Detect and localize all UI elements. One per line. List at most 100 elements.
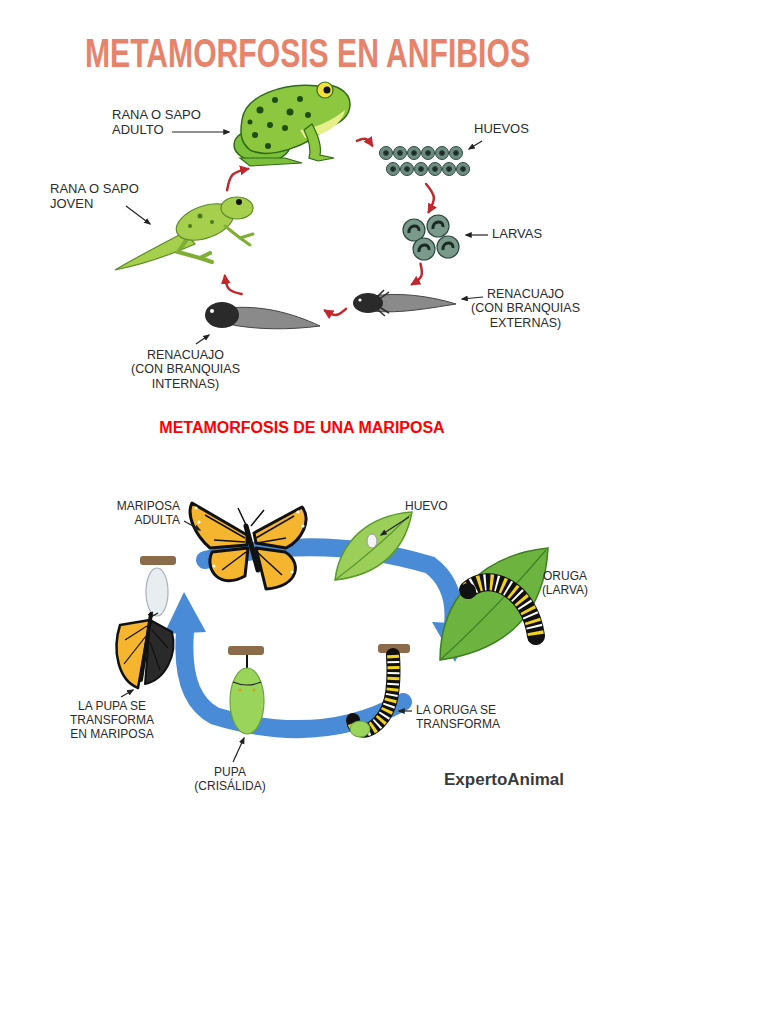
section-heading: METAMORFOSIS DE UNA MARIPOSA [92, 419, 512, 437]
frog-eggs [436, 147, 449, 160]
cycle-arrow [225, 276, 242, 294]
frog-larvae [419, 245, 429, 252]
pupa-chrysalis [233, 682, 261, 685]
tadpole-external-gills [372, 294, 456, 311]
caterpillar-on-leaf [468, 582, 536, 636]
adult-frog [304, 124, 334, 161]
adult-frog [317, 82, 333, 98]
stage-label: RANA O SAPO ADULTO [112, 108, 212, 138]
caterpillar-on-leaf [468, 582, 536, 636]
adult-frog [272, 97, 278, 103]
cycle-arrow [426, 184, 434, 212]
caterpillar-transforming [353, 655, 394, 731]
stage-label: LA PUPA SE TRANSFORMA EN MARIPOSA [62, 700, 162, 741]
adult-butterfly [194, 506, 197, 509]
frog-eggs [401, 163, 414, 176]
cycle-ring [164, 547, 474, 729]
adult-frog [257, 107, 264, 114]
cycle-ring [164, 592, 206, 634]
label-holder: HUEVOS [474, 122, 544, 137]
frog-eggs [380, 147, 470, 176]
label-holder: RANA O SAPO JOVEN [50, 182, 145, 212]
pupa-chrysalis [230, 668, 264, 734]
adult-frog [305, 112, 311, 118]
pupa-chrysalis [238, 688, 241, 691]
caterpillar-on-leaf [440, 548, 548, 660]
leader-line [399, 710, 412, 711]
frog-eggs [426, 151, 431, 156]
adult-butterfly [301, 524, 304, 527]
frog-larvae [443, 243, 453, 250]
stage-label: RENACUAJO (CON BRANQUIAS INTERNAS) [130, 348, 241, 391]
leader-line [126, 132, 488, 344]
caterpillar-transforming [350, 644, 410, 737]
frog-eggs [408, 147, 421, 160]
label-holder: RENACUAJO (CON BRANQUIAS EXTERNAS) [470, 287, 581, 330]
emerging-butterfly [146, 568, 168, 616]
frog-eggs [380, 147, 393, 160]
frog-eggs [405, 167, 410, 172]
adult-frog [241, 85, 350, 153]
tadpole-external-gills [358, 298, 361, 301]
frog-eggs [447, 167, 452, 172]
adult-frog [252, 132, 258, 138]
emerging-butterfly [117, 556, 176, 688]
stage-figure: LARVAS [400, 216, 462, 260]
frog-eggs [454, 151, 459, 156]
leader-line [121, 517, 412, 762]
leader-line [466, 234, 488, 235]
adult-butterfly [212, 564, 215, 567]
pupa-chrysalis [252, 688, 255, 691]
adult-butterfly [290, 570, 293, 573]
leader-line [462, 297, 483, 299]
leader-line [381, 517, 409, 535]
stage-label: HUEVOS [474, 122, 544, 137]
leaf-with-egg [335, 512, 412, 580]
frog-eggs [440, 151, 445, 156]
frog-larvae [437, 236, 459, 258]
stage-label: ORUGA (LARVA) [535, 570, 595, 598]
main-title: METAMORFOSIS EN ANFIBIOS [85, 33, 530, 73]
stage-label: LARVAS [492, 227, 562, 242]
tadpole-internal-gills [228, 307, 320, 328]
tadpole-external-gills [353, 290, 456, 316]
label-holder: RANA O SAPO ADULTO [112, 108, 212, 138]
leader-line [233, 738, 244, 762]
leader-line [469, 141, 482, 149]
adult-butterfly [296, 510, 299, 513]
leader-line [172, 131, 229, 132]
stage-figure: RANA O SAPO JOVEN [110, 193, 260, 273]
adult-butterfly [197, 520, 200, 523]
cycle-arrow [357, 139, 372, 146]
leaf-with-egg [335, 512, 412, 580]
leaf-with-egg [335, 515, 410, 580]
frog-eggs [422, 147, 435, 160]
frog-eggs [415, 163, 428, 176]
adult-frog [267, 122, 273, 128]
frog-eggs [429, 163, 442, 176]
frog-larvae [433, 222, 443, 229]
adult-frog [234, 82, 350, 166]
young-frog [188, 224, 192, 228]
adult-butterfly [190, 503, 306, 589]
leader-line [121, 690, 133, 697]
adult-frog [287, 109, 294, 116]
stage-label: PUPA (CRISÁLIDA) [182, 766, 278, 794]
caterpillar-transforming [353, 655, 394, 731]
frog-eggs [461, 167, 466, 172]
cycle-arrow [227, 169, 248, 190]
caterpillar-on-leaf [440, 548, 548, 660]
tadpole-internal-gills [210, 309, 214, 313]
young-frog [210, 220, 214, 224]
adult-frog [297, 96, 303, 102]
frog-eggs [443, 163, 456, 176]
adult-butterfly [246, 526, 258, 570]
stage-label: RANA O SAPO JOVEN [50, 182, 145, 212]
caterpillar-transforming [353, 655, 394, 731]
cycle-arrow [325, 309, 346, 315]
stage-figure: RENACUAJO (CON BRANQUIAS EXTERNAS) [350, 288, 458, 320]
leader-line [126, 206, 150, 224]
